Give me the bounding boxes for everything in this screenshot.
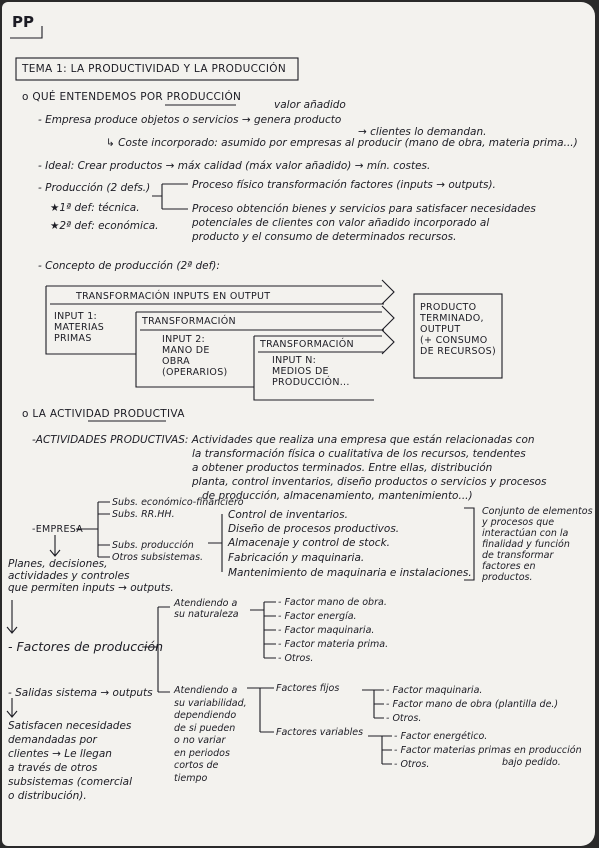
proc2b-line: potenciales de clientes con valor añadid…: [192, 217, 490, 229]
act-line-3: a obtener productos terminados. Entre el…: [192, 462, 493, 474]
fijo-mano-obra: - Factor mano de obra (plantilla de.): [386, 699, 559, 710]
nat-maquinaria: - Factor maquinaria.: [278, 625, 375, 636]
salidas-sistema: - Salidas sistema → outputs: [8, 687, 153, 699]
naturaleza-label: Atendiendo a su naturaleza: [174, 598, 239, 620]
clientes-line: → clientes lo demandan.: [358, 126, 487, 138]
empresa-label: -EMPRESA: [32, 524, 84, 535]
diagram-inputn: INPUT N: MEDIOS DE PRODUCCIÓN...: [272, 355, 350, 388]
act-line-4: planta, control inventarios, diseño prod…: [192, 476, 547, 488]
concepto-line: - Concepto de producción (2ª def):: [38, 260, 220, 272]
diagram-producto: PRODUCTO TERMINADO, OUTPUT (+ CONSUMO DE…: [420, 302, 496, 357]
subsistema-produccion: Subs. producción: [112, 540, 194, 551]
diagram-input1: INPUT 1: MATERIAS PRIMAS: [54, 311, 105, 344]
fijo-maquinaria: - Factor maquinaria.: [386, 685, 483, 696]
mantenimiento: Mantenimiento de maquinaria e instalacio…: [228, 567, 472, 579]
subsistema-otros: Otros subsistemas.: [112, 552, 204, 563]
def1-line: ★1ª def: técnica.: [50, 202, 140, 214]
diagram-t1: TRANSFORMACIÓN INPUTS EN OUTPUT: [76, 291, 271, 302]
factores-fijos: Factores fijos: [276, 683, 340, 694]
subsistema-economico: Subs. económico-financiero: [112, 497, 244, 508]
factores-variables: Factores variables: [276, 727, 364, 738]
planes-note: Planes, decisiones, actividades y contro…: [8, 558, 174, 594]
fijo-otros: - Otros.: [386, 713, 422, 724]
factores-produccion: - Factores de producción: [8, 639, 164, 654]
subsistema-rrhh: Subs. RR.HH.: [112, 509, 175, 520]
coste-line: ↳ Coste incorporado: asumido por empresa…: [106, 137, 578, 149]
act-line-5: de producción, almacenamiento, mantenimi…: [202, 490, 473, 502]
var-energetico: - Factor energético.: [394, 731, 488, 742]
diagram-t2: TRANSFORMACIÓN: [142, 316, 236, 327]
valor-annotation: valor añadido: [274, 99, 346, 111]
corner-label: PP: [12, 13, 34, 31]
def2-line: ★2ª def: económica.: [50, 220, 159, 232]
nat-energia: - Factor energía.: [278, 611, 357, 622]
var-bajo-pedido: bajo pedido.: [502, 757, 561, 768]
conjunto-note: Conjunto de elementos y procesos que int…: [482, 506, 593, 583]
control-inventarios: Control de inventarios.: [228, 509, 348, 521]
satisfacen-note: Satisfacen necesidades demandadas por cl…: [8, 720, 133, 802]
nat-otros: - Otros.: [278, 653, 314, 664]
variabilidad-label: Atendiendo a su variabilidad, dependiend…: [174, 685, 247, 784]
produccion-line: - Producción (2 defs.): [38, 182, 151, 194]
nat-mano-obra: - Factor mano de obra.: [278, 597, 387, 608]
section-heading-actividad: o LA ACTIVIDAD PRODUCTIVA: [22, 408, 185, 420]
act-line-2: la transformación física o cualitativa d…: [192, 448, 526, 460]
diagram-input2: INPUT 2: MANO DE OBRA (OPERARIOS): [162, 334, 228, 378]
page-title: TEMA 1: LA PRODUCTIVIDAD Y LA PRODUCCIÓN: [22, 63, 286, 75]
proc1-line: Proceso físico transformación factores (…: [192, 179, 496, 191]
proc2c-line: producto y el consumo de determinados re…: [192, 231, 457, 243]
diagram-t3: TRANSFORMACIÓN: [260, 339, 354, 350]
diseno-procesos: Diseño de procesos productivos.: [228, 523, 400, 535]
empresa-line: - Empresa produce objetos o servicios → …: [38, 114, 342, 126]
act-line-1: -ACTIVIDADES PRODUCTIVAS: Actividades qu…: [32, 434, 535, 446]
proc2a-line: Proceso obtención bienes y servicios par…: [192, 203, 536, 215]
var-materias: - Factor materias primas en producción: [394, 745, 582, 756]
nat-materia: - Factor materia prima.: [278, 639, 389, 650]
fabricacion: Fabricación y maquinaria.: [228, 552, 365, 564]
var-otros: - Otros.: [394, 759, 430, 770]
almacenaje: Almacenaje y control de stock.: [228, 537, 390, 549]
ideal-line: - Ideal: Crear productos → máx calidad (…: [38, 160, 431, 172]
section-heading-produccion: o QUÉ ENTENDEMOS POR PRODUCCIÓN: [22, 91, 242, 103]
